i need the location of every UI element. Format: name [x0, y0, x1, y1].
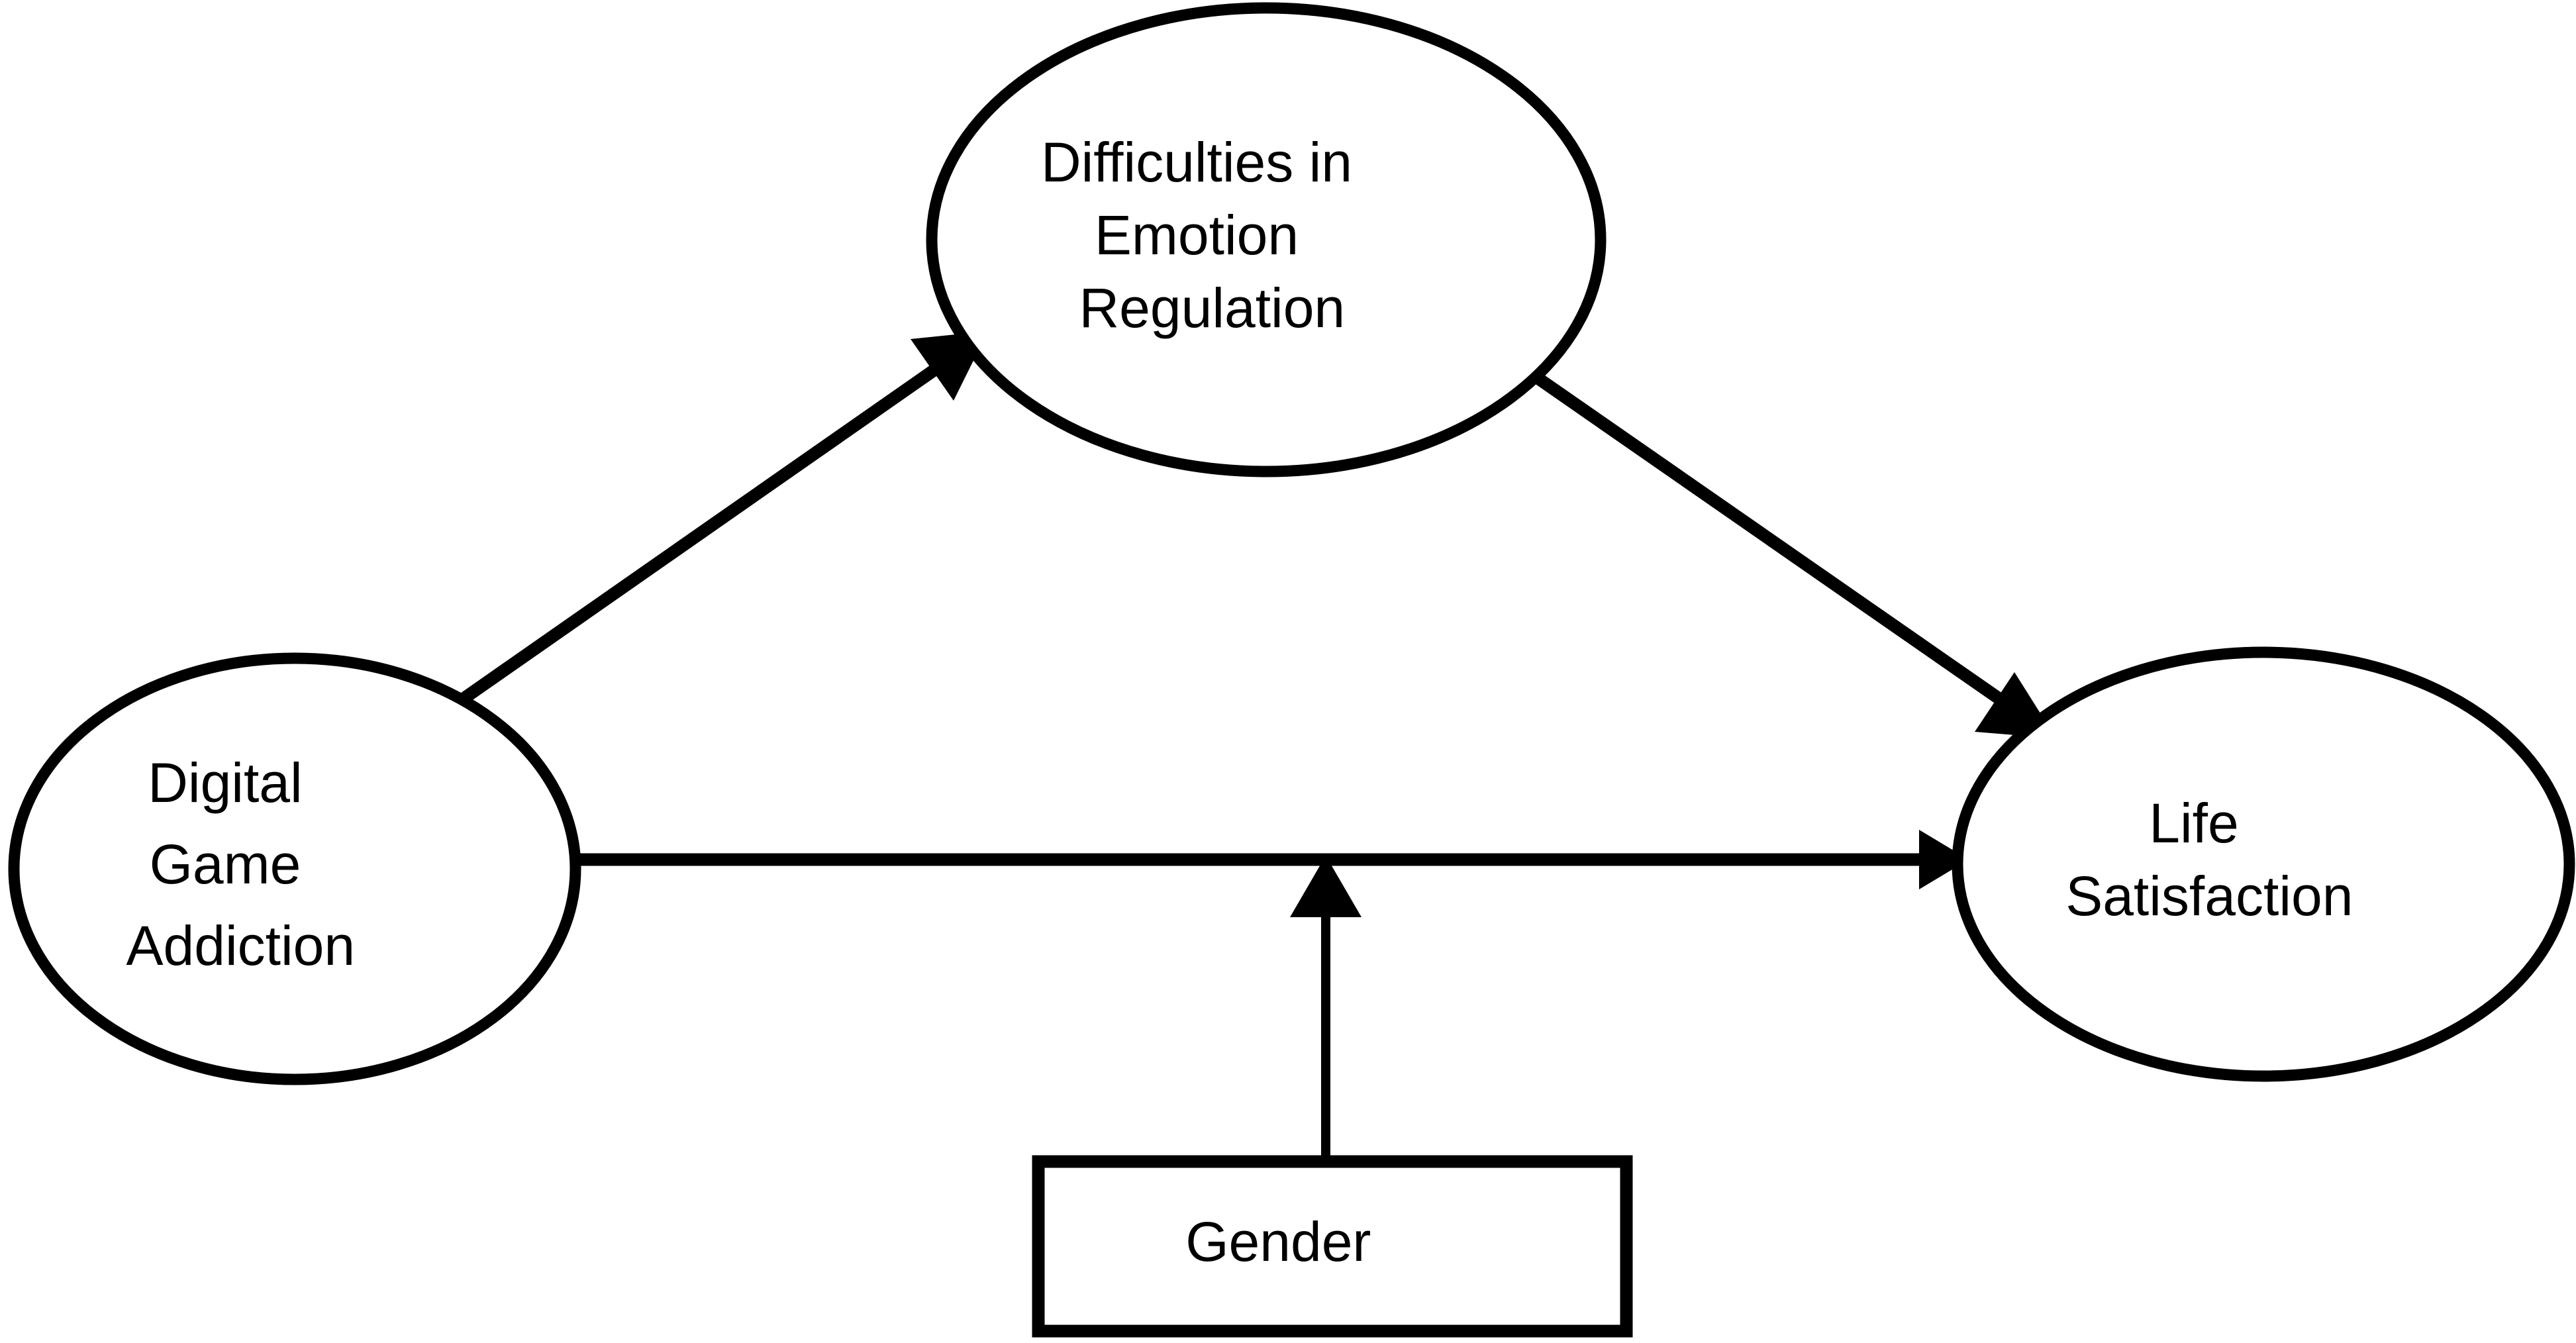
label-line: Game — [150, 833, 301, 895]
label-gender: Gender — [1185, 1211, 1479, 1273]
arrowhead-gender-moderator — [1290, 856, 1362, 917]
rect-gender[interactable] — [1032, 1155, 1633, 1338]
edge-emotion-regulation-to-life-satisfaction[interactable] — [1531, 371, 2056, 738]
edge-line-addiction-to-emotion-regulation — [460, 346, 966, 704]
label-difficulties-in-emotion-regulation: Difficulties in Emotion Regulation — [1041, 131, 1491, 339]
label-line: Satisfaction — [2065, 865, 2353, 927]
ellipse-life-satisfaction[interactable] — [1952, 646, 2575, 1082]
label-digital-game-addiction: Digital Game Addiction — [126, 752, 464, 977]
node-gender[interactable]: Gender — [1032, 1155, 1633, 1338]
label-line: Emotion — [1095, 204, 1299, 266]
label-line: Addiction — [126, 915, 356, 977]
label-line: Digital — [148, 752, 302, 814]
edge-line-emotion-regulation-to-life-satisfaction — [1531, 371, 2032, 724]
label-line: Regulation — [1079, 277, 1346, 339]
node-difficulties-in-emotion-regulation[interactable]: Difficulties in Emotion Regulation — [926, 2, 1607, 477]
ellipse-digital-game-addiction[interactable] — [8, 652, 581, 1085]
label-line: Gender — [1185, 1211, 1371, 1273]
edge-addiction-to-life-satisfaction[interactable] — [573, 830, 1969, 889]
arrowhead-life-satisfaction-horizontal — [1919, 830, 1969, 889]
label-life-satisfaction: Life Satisfaction — [2065, 792, 2461, 927]
ellipse-difficulties-in-emotion-regulation[interactable] — [926, 2, 1607, 477]
label-line: Life — [2149, 792, 2238, 854]
edge-addiction-to-emotion-regulation[interactable] — [460, 331, 988, 704]
edge-gender-moderator[interactable] — [1290, 856, 1362, 1160]
node-digital-game-addiction[interactable]: Digital Game Addiction — [8, 652, 581, 1085]
node-life-satisfaction[interactable]: Life Satisfaction — [1952, 646, 2575, 1082]
label-line: Difficulties in — [1041, 131, 1352, 193]
